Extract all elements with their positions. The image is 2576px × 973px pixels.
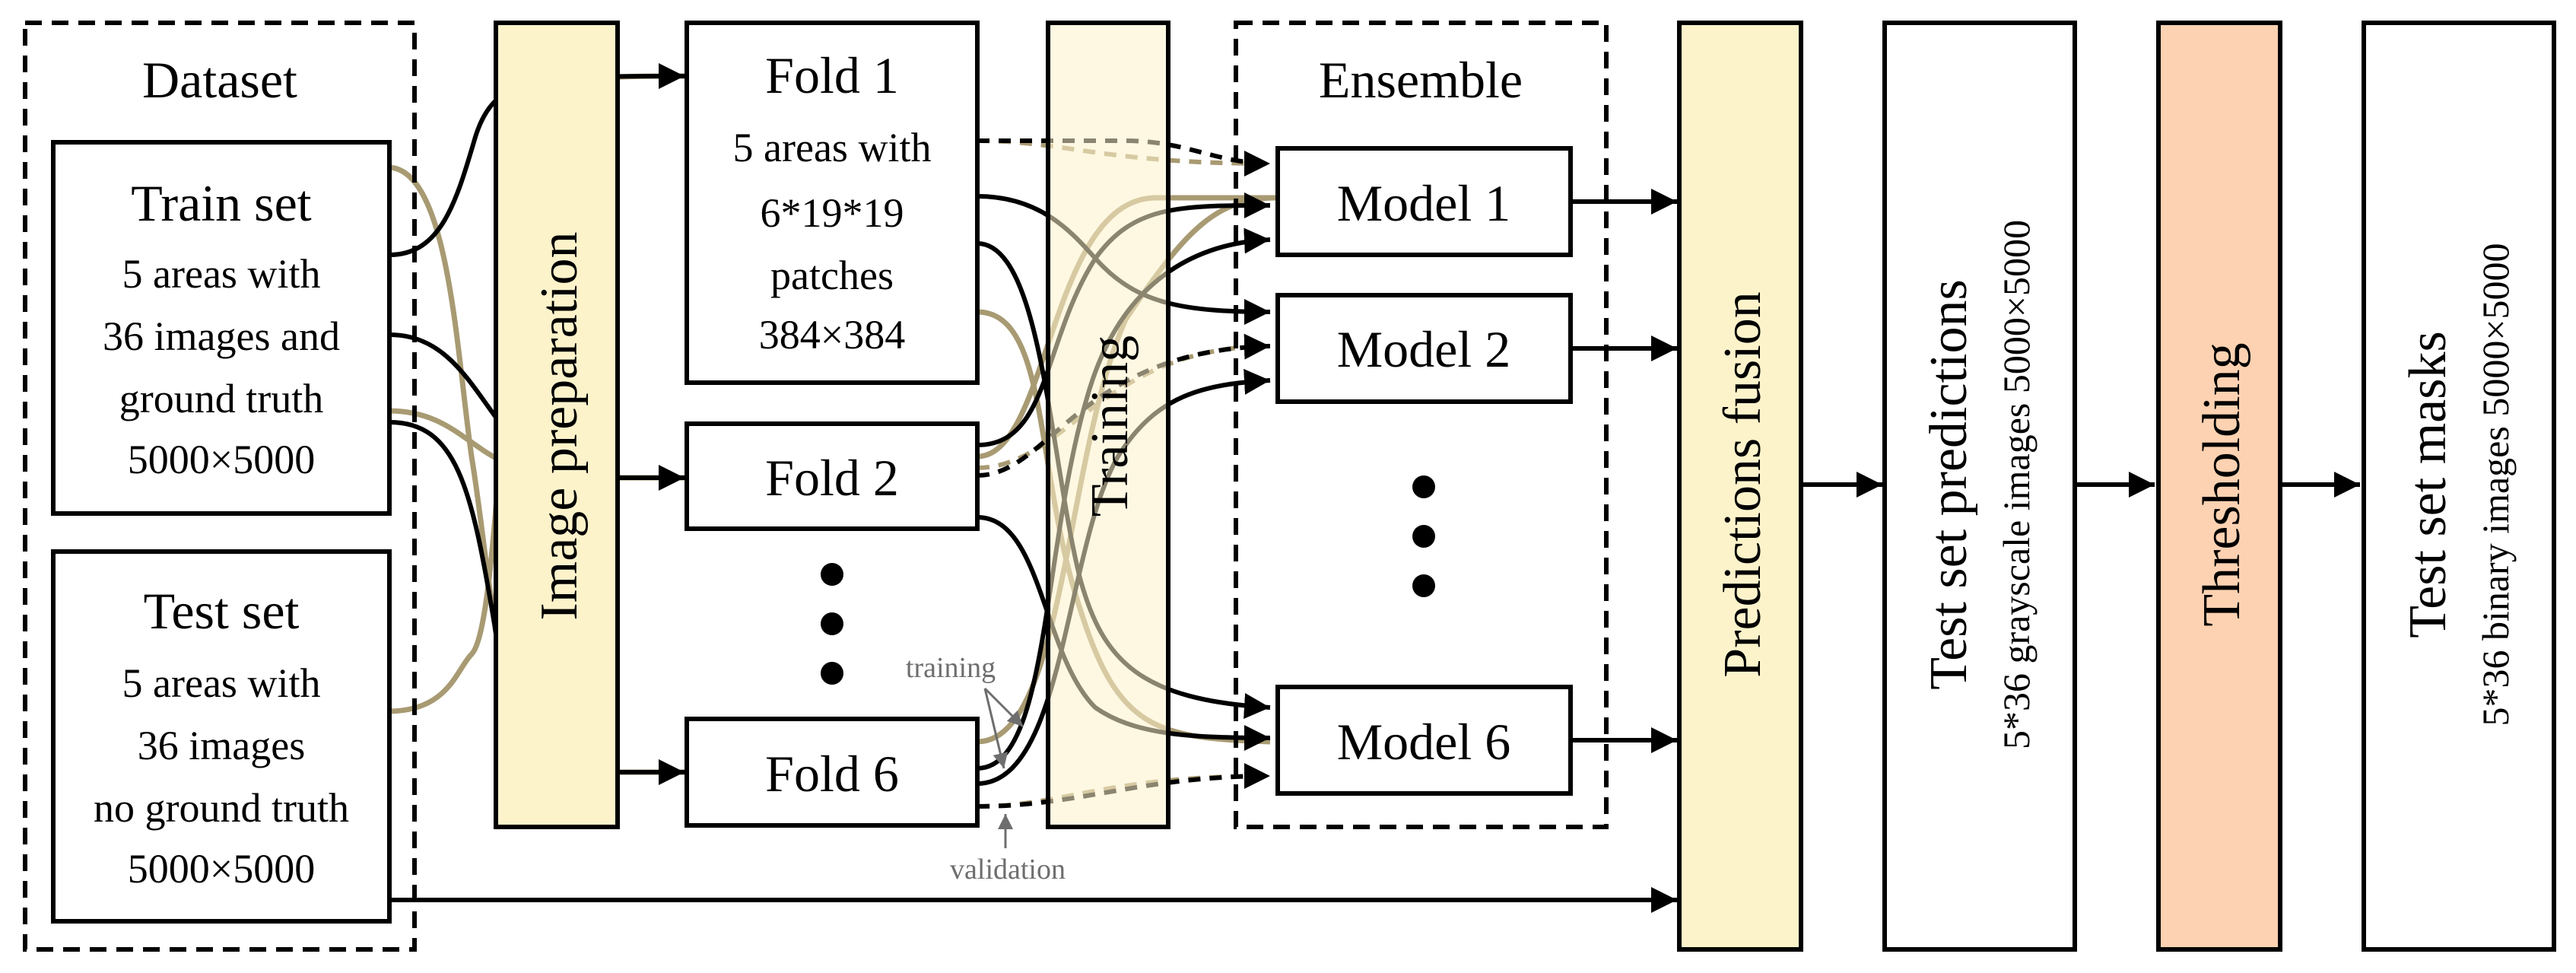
train-set-line: 36 images and [103,313,340,359]
train-set-line: 5 areas with [122,251,321,297]
ensemble-title: Ensemble [1319,51,1523,109]
image-preparation-box [494,21,620,829]
output-arrows [388,189,2360,913]
ellipsis-dot [821,563,843,586]
image-preparation-stage: Image preparation [494,21,620,829]
train-set-box [51,140,392,516]
ellipsis-dot [821,612,843,635]
fold-6-title: Fold 6 [765,745,899,803]
training-box [1046,21,1170,829]
predictions-fusion-stage: Predictions fusion [1677,21,1803,952]
test-masks-title: Test set masks [2399,331,2457,638]
test-masks-subtitle: 5*36 binary images 5000×5000 [2474,243,2517,726]
ensemble-group: Ensemble Model 1 Model 2 Model 6 [1234,21,1609,829]
validation-annotation: validation [950,854,1066,886]
fold-2-box [684,421,980,531]
ellipsis-dot [1412,574,1435,597]
test-set-line: 36 images [138,723,305,768]
train-set-title: Train set [131,174,312,232]
test-predictions-box [1882,21,2077,952]
test-set-line: 5 areas with [122,660,321,706]
fold-1-box [684,21,980,385]
fold-1-title: Fold 1 [765,46,899,104]
test-set-box [51,549,392,924]
thresholding-stage: Thresholding [2156,21,2282,952]
fold-1-line: 6*19*19 [761,190,904,236]
folds-group: Fold 1 5 areas with 6*19*19 patches 384×… [684,21,1066,886]
test-predictions-subtitle: 5*36 grayscale images 5000×5000 [1995,220,2038,749]
test-masks-stage: Test set masks 5*36 binary images 5000×5… [2362,21,2556,952]
test-set-line: no ground truth [94,785,349,831]
fold-6-box [684,717,980,828]
model-2-label: Model 2 [1337,320,1511,378]
ellipsis-dot [1412,525,1435,548]
training-annotation: training [906,652,996,684]
annotation-pointers [983,687,1024,848]
training-stage: Training [1046,21,1170,829]
test-set-title: Test set [144,582,300,640]
fold-1-line: 5 areas with [733,125,932,170]
fold-2-title: Fold 2 [765,449,899,507]
thresholding-label: Thresholding [2193,342,2251,626]
ellipsis-dot [821,662,843,685]
val-fold2-model2 [977,333,1271,478]
dataset-title: Dataset [142,51,297,109]
model-1-label: Model 1 [1337,174,1511,232]
ensemble-frame [1234,21,1609,829]
dataset-frame [23,21,417,952]
fold-1-line: 384×384 [759,312,905,358]
test-masks-box [2362,21,2556,952]
dataset-group: Dataset Train set 5 areas with 36 images… [23,21,417,952]
training-label: Training [1081,335,1139,517]
ellipsis-dot [1412,475,1435,498]
train-set-line: ground truth [119,376,323,421]
predictions-fusion-box [1677,21,1803,952]
test-set-line: 5000×5000 [128,846,315,892]
fold-1-line: patches [770,253,894,298]
model-6-label: Model 6 [1337,713,1511,771]
model-1-box [1275,146,1573,257]
train-set-line: 5000×5000 [128,437,315,482]
thresholding-box [2156,21,2282,952]
test-predictions-title: Test set predictions [1920,279,1978,689]
image-preparation-label: Image preparation [530,231,589,620]
predictions-fusion-label: Predictions fusion [1714,291,1772,677]
model-2-box [1275,293,1573,404]
model-6-box [1275,685,1573,796]
test-predictions-stage: Test set predictions 5*36 grayscale imag… [1882,21,2077,952]
